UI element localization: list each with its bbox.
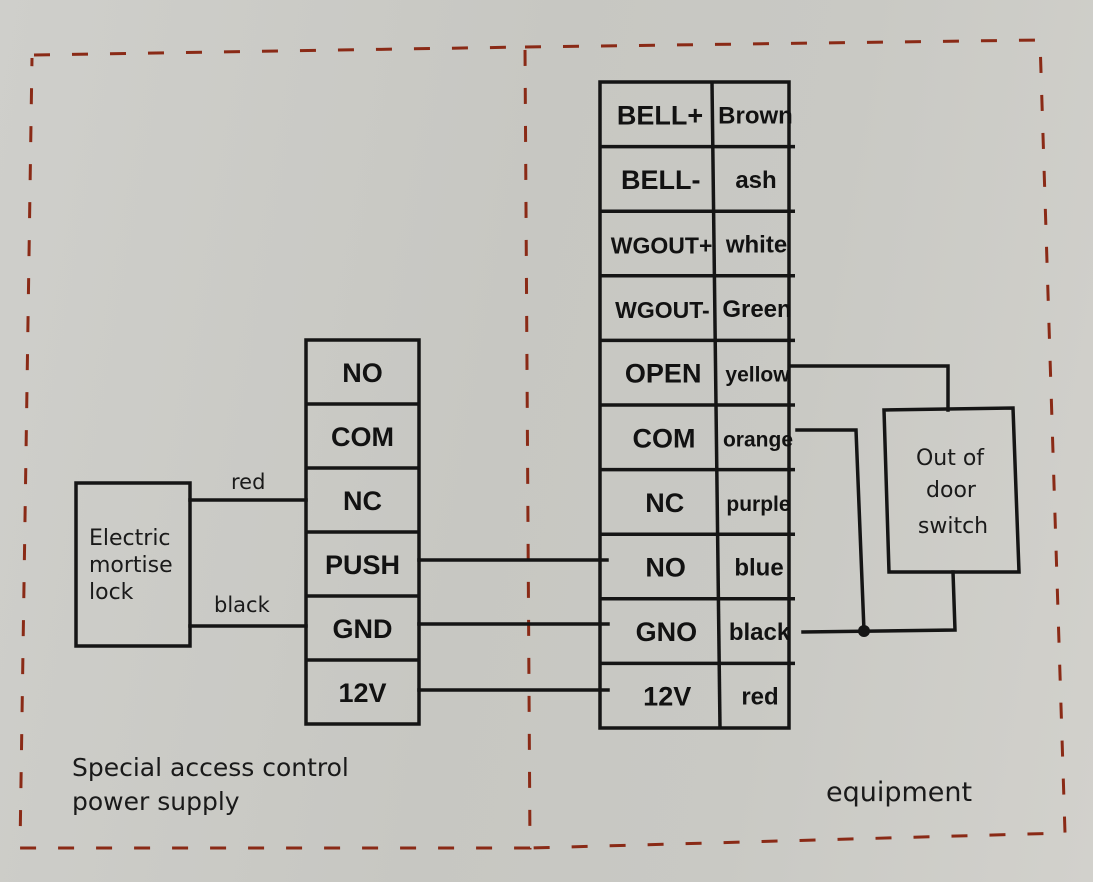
lock-label-line-3: lock	[89, 580, 134, 605]
lock-label-line-1: Electric	[89, 526, 171, 551]
electric-mortise-lock: Electric mortise lock	[74, 481, 192, 648]
power-supply-terminal-gnd: GND	[333, 614, 393, 644]
equipment-pin-no: NO	[645, 553, 686, 583]
black-wire-label: black	[214, 593, 271, 617]
out-of-door-switch: Out of door switch	[882, 406, 1021, 574]
power-supply-region-border	[18, 45, 532, 850]
equipment-pin-wgout-minus: WGOUT-	[615, 297, 710, 323]
equipment-wire-color-yellow: yellow	[725, 364, 790, 387]
switch-label-line-3: switch	[918, 514, 988, 539]
power-supply-terminal-com: COM	[331, 422, 394, 452]
equipment-wire-color-black: black	[729, 619, 791, 646]
wire-gno-to-switch	[801, 570, 957, 634]
equipment-pin-wgout-plus: WGOUT+	[611, 233, 713, 259]
power-supply-terminal-nc: NC	[343, 486, 382, 516]
equipment-pin-bell-plus: BELL+	[617, 100, 703, 130]
junction-dot	[858, 625, 870, 637]
power-supply-terminal-12v: 12V	[338, 678, 386, 708]
equipment-region-label: equipment	[826, 777, 972, 808]
equipment-pin-gno: GNO	[636, 617, 698, 647]
power-supply-terminal-push: PUSH	[325, 550, 400, 580]
equipment-wire-color-orange: orange	[723, 428, 793, 451]
equipment-pin-nc: NC	[645, 488, 684, 518]
lock-box	[74, 481, 192, 648]
switch-label-line-2: door	[926, 478, 977, 503]
power-supply-terminal-block: NO COM NC PUSH GND 12V	[304, 338, 421, 726]
switch-box	[882, 406, 1021, 574]
dashed-region-borders	[18, 38, 1067, 850]
equipment-wire-color-red: red	[741, 684, 778, 711]
equipment-wire-color-brown: Brown	[718, 102, 793, 129]
equipment-pin-com: COM	[633, 423, 696, 453]
lock-label-line-2: mortise	[89, 553, 173, 578]
power-supply-region-label-2: power supply	[72, 787, 240, 816]
equipment-pin-12v: 12V	[643, 682, 691, 712]
equipment-wire-color-purple: purple	[726, 493, 790, 516]
equipment-wire-color-blue: blue	[734, 555, 783, 582]
wire-com-to-junction	[795, 428, 866, 633]
equipment-pin-bell-minus: BELL-	[621, 165, 700, 195]
switch-label-line-1: Out of	[916, 446, 985, 471]
equipment-wire-color-ash: ash	[735, 167, 776, 194]
equipment-wire-color-white: white	[725, 232, 787, 259]
wire-open-to-switch	[789, 364, 950, 412]
power-supply-terminal-no: NO	[342, 358, 383, 388]
equipment-pin-open: OPEN	[625, 359, 702, 389]
equipment-wire-color-green: Green	[722, 296, 791, 323]
power-supply-region-label-1: Special access control	[72, 753, 349, 782]
red-wire-label: red	[231, 470, 265, 494]
